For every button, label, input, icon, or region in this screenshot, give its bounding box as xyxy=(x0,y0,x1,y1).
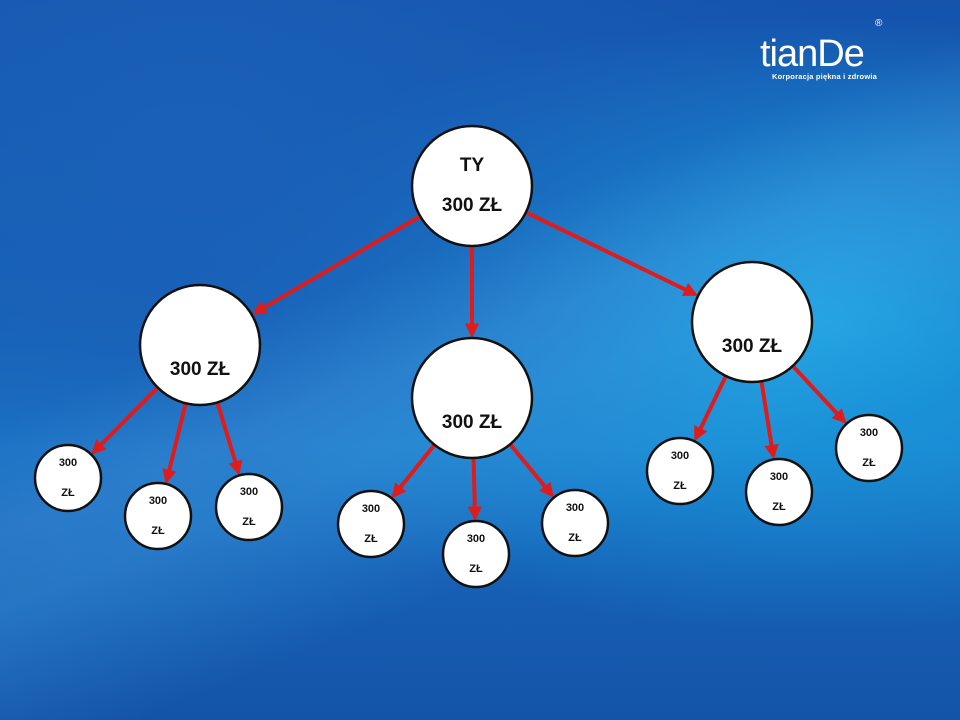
node-l1-right: 300 ZŁ xyxy=(690,260,814,384)
arrow-l1-center-to-l2-center-b xyxy=(467,458,482,521)
logo-registered-mark: ® xyxy=(875,18,883,29)
arrow-l1-left-to-l2-left-b xyxy=(162,403,188,484)
node-label-l2-right-b-0: 300 xyxy=(770,471,788,483)
node-label-l2-center-c-1: ZŁ xyxy=(568,532,582,544)
node-label-l2-center-a-0: 300 xyxy=(362,503,380,515)
node-l1-center: 300 ZŁ xyxy=(410,336,534,460)
node-label-l2-right-a-0: 300 xyxy=(671,450,689,462)
arrow-l1-left-to-l2-left-c xyxy=(215,402,243,476)
node-circle-l2-center-a xyxy=(336,489,406,559)
arrow-root-to-l1-right xyxy=(525,210,698,297)
node-label-l1-left-0: 300 ZŁ xyxy=(170,359,231,380)
node-label-l2-center-b-1: ZŁ xyxy=(469,563,483,575)
node-label-l2-left-c-0: 300 xyxy=(240,486,258,498)
tiande-logo: tianDe ® Korporacja piękna i zdrowia xyxy=(758,18,888,86)
arrow-l1-center-to-l2-center-c xyxy=(509,443,554,498)
node-l1-left: 300 ZŁ xyxy=(138,283,262,407)
arrow-l1-right-to-l2-right-b xyxy=(759,381,779,460)
node-circle-l1-right xyxy=(690,260,814,384)
arrows-layer xyxy=(91,210,847,521)
node-label-l1-center-0: 300 ZŁ xyxy=(442,412,503,433)
node-label-l2-right-b-1: ZŁ xyxy=(772,501,786,513)
node-label-l1-right-0: 300 ZŁ xyxy=(722,336,783,357)
node-root: TY 300 ZŁ xyxy=(410,124,534,248)
arrow-l1-left-to-l2-left-a xyxy=(91,386,159,455)
node-circle-l2-left-b xyxy=(123,481,193,551)
logo-tagline: Korporacja piękna i zdrowia xyxy=(772,72,878,81)
arrow-l1-right-to-l2-right-c xyxy=(792,365,847,424)
node-label-l2-left-b-0: 300 xyxy=(149,495,167,507)
node-circle-root xyxy=(410,124,534,248)
node-label-l2-left-c-1: ZŁ xyxy=(242,516,256,528)
node-circle-l1-left xyxy=(138,283,262,407)
node-label-root-0: TY xyxy=(460,155,485,176)
node-circle-l2-left-c xyxy=(214,472,284,542)
node-circle-l2-right-a xyxy=(645,436,715,506)
node-label-l2-left-a-1: ZŁ xyxy=(61,487,75,499)
node-circle-l1-center xyxy=(410,336,534,460)
node-label-l2-right-c-1: ZŁ xyxy=(862,457,876,469)
node-label-l2-right-c-0: 300 xyxy=(860,427,878,439)
node-label-l2-center-c-0: 300 xyxy=(566,502,584,514)
node-circle-l2-right-c xyxy=(834,413,904,483)
node-circle-l2-center-b xyxy=(441,519,511,589)
node-label-l2-left-b-1: ZŁ xyxy=(151,525,165,537)
node-circle-l2-right-b xyxy=(744,457,814,527)
arrow-root-to-l1-left xyxy=(251,215,421,315)
logo-wordmark: tianDe xyxy=(760,33,865,75)
node-circle-l2-center-c xyxy=(540,488,610,558)
node-label-l2-center-b-0: 300 xyxy=(467,533,485,545)
node-circle-l2-left-a xyxy=(33,443,103,513)
arrow-l1-right-to-l2-right-a xyxy=(693,376,728,442)
node-label-l2-right-a-1: ZŁ xyxy=(673,480,687,492)
arrow-l1-center-to-l2-center-a xyxy=(391,444,436,499)
node-label-l2-left-a-0: 300 xyxy=(59,457,77,469)
node-label-l2-center-a-1: ZŁ xyxy=(364,533,378,545)
node-label-root-1: 300 ZŁ xyxy=(442,195,503,216)
